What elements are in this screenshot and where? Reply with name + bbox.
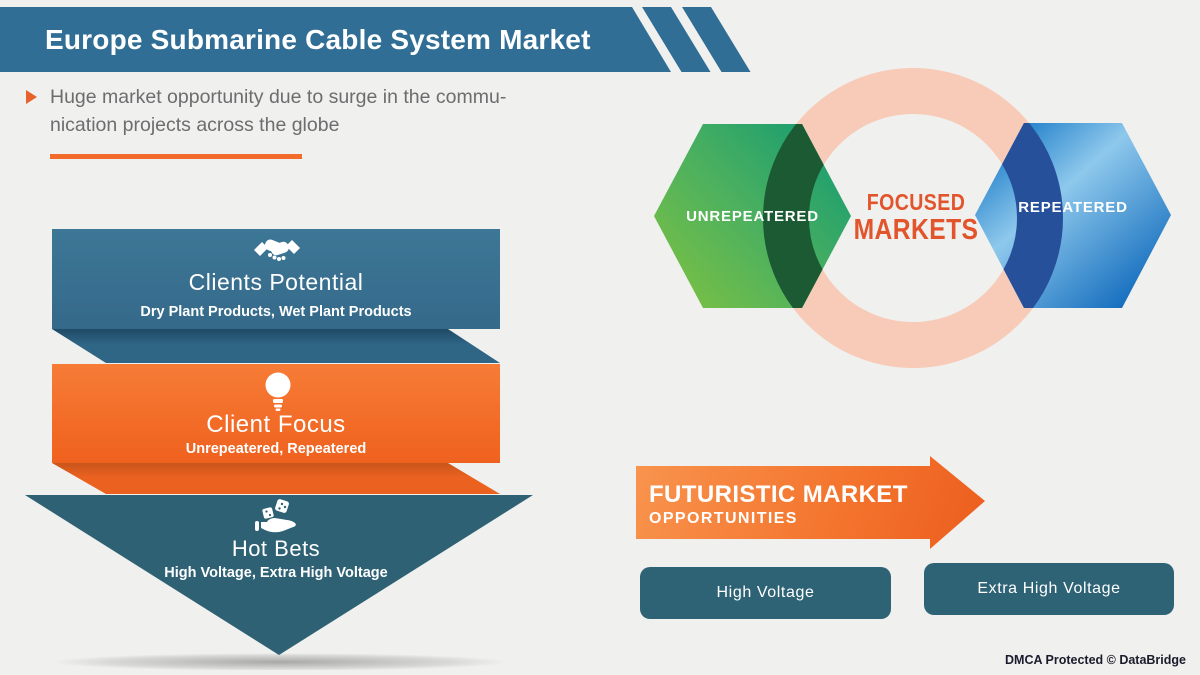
intro-line-2: nication projects across the globe <box>50 113 340 136</box>
funnel-fold-1 <box>52 329 500 363</box>
lightbulb-icon <box>265 372 291 411</box>
intro-line-1: Huge market opportunity due to surge in … <box>50 86 507 108</box>
futuristic-arrow-banner: FUTURISTIC MARKET OPPORTUNITIES <box>636 456 985 549</box>
intro-text: Huge market opportunity due to surge in … <box>50 84 610 139</box>
funnel-level-2-title: Client Focus <box>206 411 346 438</box>
ring-crescent-blue <box>975 123 1063 308</box>
funnel-level-2-subtitle: Unrepeatered, Repeatered <box>185 441 367 457</box>
focused-markets-title: FOCUSED MARKETS <box>840 189 993 246</box>
focused-markets-line-1: FOCUSED <box>866 189 966 215</box>
funnel-level-3-subtitle: High Voltage, Extra High Voltage <box>164 565 388 581</box>
header-banner: Europe Submarine Cable System Market <box>0 7 671 72</box>
funnel-level-1-subtitle: Dry Plant Products, Wet Plant Products <box>140 304 412 320</box>
extra-high-voltage-button[interactable]: Extra High Voltage <box>919 563 1174 622</box>
orange-divider <box>50 154 302 159</box>
ring-crescent-green <box>763 124 851 308</box>
funnel-triangle-hot-bets <box>25 495 533 655</box>
handshake-icon <box>254 239 300 261</box>
focused-markets-graphic <box>654 68 1171 368</box>
focused-markets-line-2: MARKETS <box>853 214 979 246</box>
high-voltage-button[interactable]: High Voltage <box>635 567 891 626</box>
ground-shadow <box>52 653 508 670</box>
page-title: Europe Submarine Cable System Market <box>45 24 591 55</box>
extra-high-voltage-button-label: Extra High Voltage <box>977 580 1121 597</box>
hexagon-label-repeatered: REPEATERED <box>1018 199 1128 216</box>
hand-dice-icon <box>255 499 296 533</box>
futuristic-title-line-1: FUTURISTIC MARKET <box>649 481 908 508</box>
hexagon-label-unrepeatered: UNREPEATERED <box>686 208 819 225</box>
funnel-fold-2 <box>52 463 500 494</box>
high-voltage-button-label: High Voltage <box>716 584 815 601</box>
funnel-level-3-title: Hot Bets <box>231 536 321 561</box>
futuristic-title-line-2: OPPORTUNITIES <box>649 510 798 527</box>
funnel-level-1-title: Clients Potential <box>188 269 364 295</box>
dmca-footer-text: DMCA Protected © DataBridge <box>1005 653 1186 667</box>
bullet-arrow-icon <box>26 90 37 104</box>
